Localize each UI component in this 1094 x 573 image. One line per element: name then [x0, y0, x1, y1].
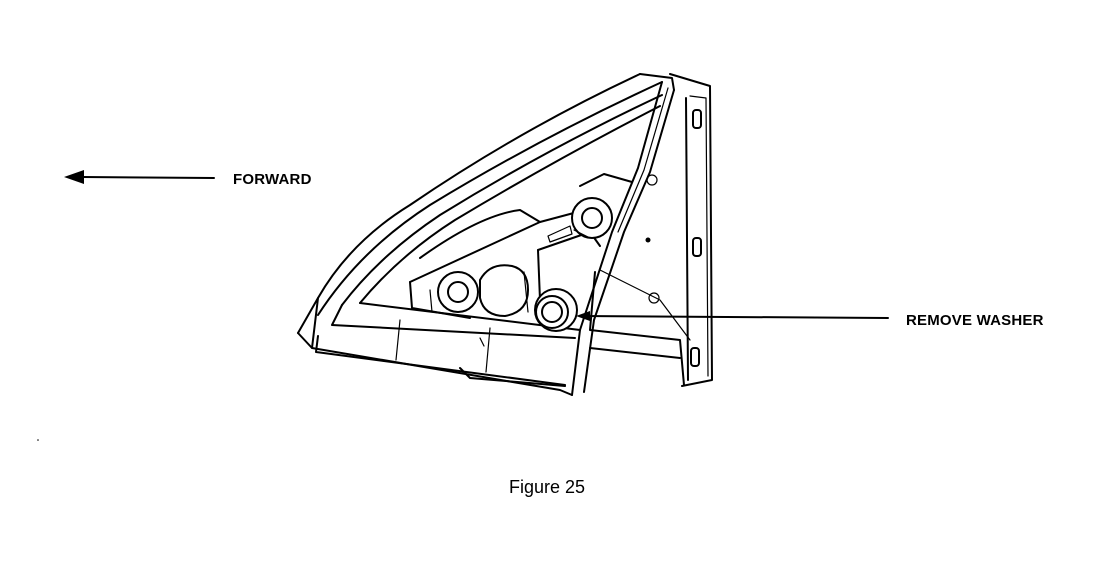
figure-caption: Figure 25 [508, 477, 586, 497]
remove-washer-leader-line [576, 311, 889, 321]
washer-upper [571, 197, 613, 239]
remove-washer-label: REMOVE WASHER [906, 312, 1044, 329]
mirror-housing-outline [297, 73, 675, 396]
scan-speck [37, 439, 39, 441]
washer-lower [534, 288, 578, 332]
forward-arrow [64, 170, 215, 184]
door-panel [645, 73, 713, 387]
washer-left [437, 271, 479, 313]
forward-label: FORWARD [233, 171, 312, 188]
